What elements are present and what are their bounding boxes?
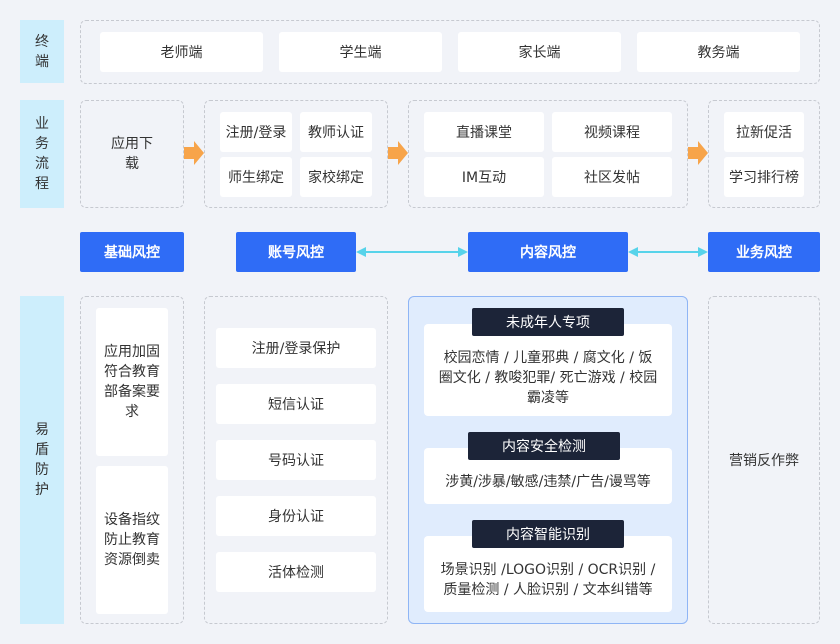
process-download-group	[80, 100, 184, 208]
process-teacher-verify: 教师认证	[300, 112, 372, 152]
protection-minor-text-2: 圈文化 / 教唆犯罪/ 死亡游戏 / 校园	[438, 370, 658, 386]
process-live-class: 直播课堂	[424, 112, 544, 152]
protection-smart-card	[424, 536, 672, 612]
protection-business-group: 营销反作弊	[708, 296, 820, 624]
protection-smart-text-2: 质量检测 / 人脸识别 / 文本纠错等	[443, 582, 653, 598]
arrow-right-icon	[688, 140, 708, 166]
protection-minor-text-3: 霸凌等	[527, 390, 569, 406]
protection-minor-text-1: 校园恋情 / 儿童邪典 / 腐文化 / 饭	[443, 350, 653, 366]
protection-minor-card	[424, 324, 672, 416]
double-arrow-connector	[356, 247, 468, 257]
process-video-course: 视频课程	[552, 112, 672, 152]
protection-app-hardening: 应用加固符合教育部备案要求	[96, 308, 168, 456]
row-label-process: 业务流程	[20, 100, 64, 208]
terminal-teacher: 老师端	[100, 32, 263, 72]
risk-account: 账号风控	[236, 232, 356, 272]
protection-safety-text: 涉黄/涉暴/敏感/违禁/广告/谩骂等	[445, 474, 651, 490]
protection-safety-title: 内容安全检测	[468, 432, 620, 460]
process-download-label: 应用下载	[111, 136, 153, 172]
protection-sms-verify: 短信认证	[216, 384, 376, 424]
protection-smart-text-1: 场景识别 /LOGO识别 / OCR识别 /	[440, 562, 656, 578]
protection-number-verify: 号码认证	[216, 440, 376, 480]
protection-smart-title: 内容智能识别	[472, 520, 624, 548]
protection-minor-title: 未成年人专项	[472, 308, 624, 336]
terminal-parent: 家长端	[458, 32, 621, 72]
protection-anti-fraud: 营销反作弊	[729, 453, 799, 469]
process-im-chat: IM互动	[424, 157, 544, 197]
protection-register-login-guard: 注册/登录保护	[216, 328, 376, 368]
arrow-right-icon	[388, 140, 408, 166]
row-label-terminal: 终端	[20, 20, 64, 83]
process-leaderboard: 学习排行榜	[724, 157, 804, 197]
double-arrow-connector	[628, 247, 708, 257]
risk-basic: 基础风控	[80, 232, 184, 272]
terminal-admin: 教务端	[637, 32, 800, 72]
process-register-login: 注册/登录	[220, 112, 292, 152]
process-community-post: 社区发帖	[552, 157, 672, 197]
terminal-student: 学生端	[279, 32, 442, 72]
process-teacher-student-bind: 师生绑定	[220, 157, 292, 197]
arrow-right-icon	[184, 140, 204, 166]
protection-id-verify: 身份认证	[216, 496, 376, 536]
process-home-school-bind: 家校绑定	[300, 157, 372, 197]
protection-liveness-check: 活体检测	[216, 552, 376, 592]
protection-device-fingerprint: 设备指纹防止教育资源倒卖	[96, 466, 168, 614]
risk-business: 业务风控	[708, 232, 820, 272]
risk-content: 内容风控	[468, 232, 628, 272]
row-label-shield: 易盾防护	[20, 296, 64, 624]
process-user-growth: 拉新促活	[724, 112, 804, 152]
